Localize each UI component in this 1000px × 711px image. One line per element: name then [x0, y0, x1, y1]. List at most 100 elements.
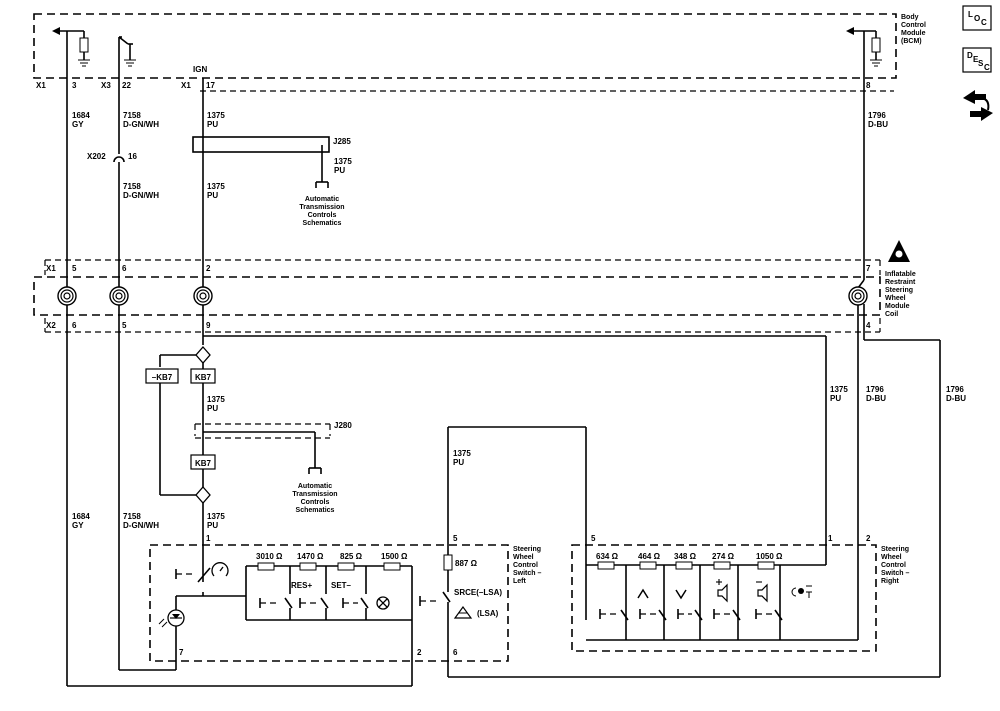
left-pin-2: 2 [417, 648, 422, 657]
wire-label-1684: 1684 [72, 111, 90, 120]
wire-label-dgnwh-mid: D-GN/WH [123, 191, 159, 200]
wire-label-1375-kb: 1375 [207, 395, 225, 404]
hand-with-arrows-icon[interactable] [963, 90, 993, 121]
desc-icon[interactable]: D E S C [962, 47, 992, 73]
wire-1375-left-switch [447, 426, 587, 565]
wire-1796-far-loop [447, 304, 941, 678]
wire-label-dbu: D-BU [868, 120, 888, 129]
svg-text:E: E [973, 55, 979, 64]
splice-j285 [192, 136, 330, 188]
cruise-indicator-led [158, 609, 185, 628]
coil-connector-x1 [44, 259, 881, 275]
coil-spiral-4 [848, 279, 868, 306]
wire-label-1375: 1375 [207, 111, 225, 120]
coil-label-3: Steering [885, 287, 913, 294]
conn-x1-ign: X1 [181, 81, 191, 90]
coil-spiral-3 [193, 286, 213, 306]
j285-label: J285 [333, 137, 351, 146]
pin-16: 16 [128, 152, 137, 161]
set-minus-label: SET– [331, 581, 352, 590]
coil-x2-label: X2 [46, 321, 56, 330]
resistor-1500 [383, 562, 401, 571]
resistor-274 [713, 561, 731, 570]
option-kb7-a: KB7 [195, 373, 212, 382]
atc-ref-2-line4: Schematics [296, 507, 335, 514]
resistor-label-464: 464 Ω [638, 552, 661, 561]
bcm-internal-ground-switch [118, 36, 136, 67]
wire-label-dgnwh: D-GN/WH [123, 120, 159, 129]
coil-x2-pin-9: 9 [206, 321, 211, 330]
left-switch-label-2: Wheel [513, 554, 534, 561]
loc-icon[interactable]: L O C [962, 5, 992, 31]
atc-ref-1-line3: Controls [308, 212, 337, 219]
ign-label: IGN [193, 65, 207, 74]
right-pin-5: 5 [591, 534, 596, 543]
j285-wire-pu: PU [334, 166, 345, 175]
wire-label-pu-lsw: PU [453, 458, 464, 467]
wire-label-1375-mid: 1375 [207, 182, 225, 191]
resistor-label-274: 274 Ω [712, 552, 735, 561]
resistor-1050 [757, 561, 775, 570]
wire-label-7158: 7158 [123, 111, 141, 120]
coil-label-6: Coil [885, 311, 898, 318]
wire-label-7158-mid: 7158 [123, 182, 141, 191]
left-switch-label-1: Steering [513, 546, 541, 553]
atc-ref-2-line1: Automatic [298, 483, 332, 490]
coil-x2-pin-5: 5 [122, 321, 127, 330]
resistor-825 [337, 562, 355, 571]
wire-label-dbu-right: D-BU [866, 394, 886, 403]
coil-connector-x2 [44, 318, 881, 333]
right-switch-label-5: Right [881, 578, 900, 585]
resistor-label-348: 348 Ω [674, 552, 697, 561]
coil-label-1: Inflatable [885, 271, 916, 278]
wire-label-1796: 1796 [868, 111, 886, 120]
coil-x1-pin-2: 2 [206, 264, 211, 273]
svg-text:O: O [974, 14, 980, 23]
right-switch-buttons [599, 609, 783, 640]
left-pin-7: 7 [179, 648, 184, 657]
wire-7158-dgnwh [113, 37, 177, 671]
cruise-icon [211, 562, 229, 577]
option-diamond-bottom [195, 486, 211, 504]
airbag-warning-icon [888, 240, 910, 262]
right-switch-label-3: Control [881, 562, 906, 569]
resistor-label-1500: 1500 Ω [381, 552, 408, 561]
right-switch-module [571, 544, 877, 652]
coil-x1-pin-6: 6 [122, 264, 127, 273]
bcm-module: Body Control Module (BCM) [33, 13, 926, 79]
wire-label-pu-bot: PU [207, 521, 218, 530]
pin-8: 8 [866, 81, 871, 90]
lsa-icon [453, 605, 473, 619]
coil-x2-pin-4: 4 [866, 321, 871, 330]
left-pin-6: 6 [453, 648, 458, 657]
resistor-label-634: 634 Ω [596, 552, 619, 561]
wire-label-pu-right: PU [830, 394, 841, 403]
atc-ref-1-line4: Schematics [303, 220, 342, 227]
option-not-kb7: –KB7 [152, 373, 173, 382]
left-switch-label-3: Control [513, 562, 538, 569]
svg-text:D: D [967, 51, 973, 60]
option-kb7-b: KB7 [195, 459, 212, 468]
right-switch-label-4: Switch – [881, 570, 910, 577]
bcm-label-2: Control [901, 22, 926, 29]
coil-label-4: Wheel [885, 295, 906, 302]
wire-label-pu-kb: PU [207, 404, 218, 413]
resistor-label-3010: 3010 Ω [256, 552, 283, 561]
resistor-label-1470: 1470 Ω [297, 552, 324, 561]
left-resistor-ladder [245, 565, 413, 660]
coil-label-2: Restraint [885, 279, 916, 286]
wire-label-1684-bot: 1684 [72, 512, 90, 521]
resistor-464 [639, 561, 657, 570]
svg-text:S: S [978, 59, 984, 68]
svg-text:L: L [968, 10, 973, 19]
cancel-icon [376, 596, 390, 610]
resistor-label-825: 825 Ω [340, 552, 363, 561]
volume-up-icon [716, 579, 728, 603]
left-switch-label-5: Left [513, 578, 527, 585]
coil-x2-pin-6: 6 [72, 321, 77, 330]
wire-label-1375-right: 1375 [830, 385, 848, 394]
wire-label-pu-mid: PU [207, 191, 218, 200]
wire-label-gy-bot: GY [72, 521, 84, 530]
resistor-label-887: 887 Ω [455, 559, 478, 568]
